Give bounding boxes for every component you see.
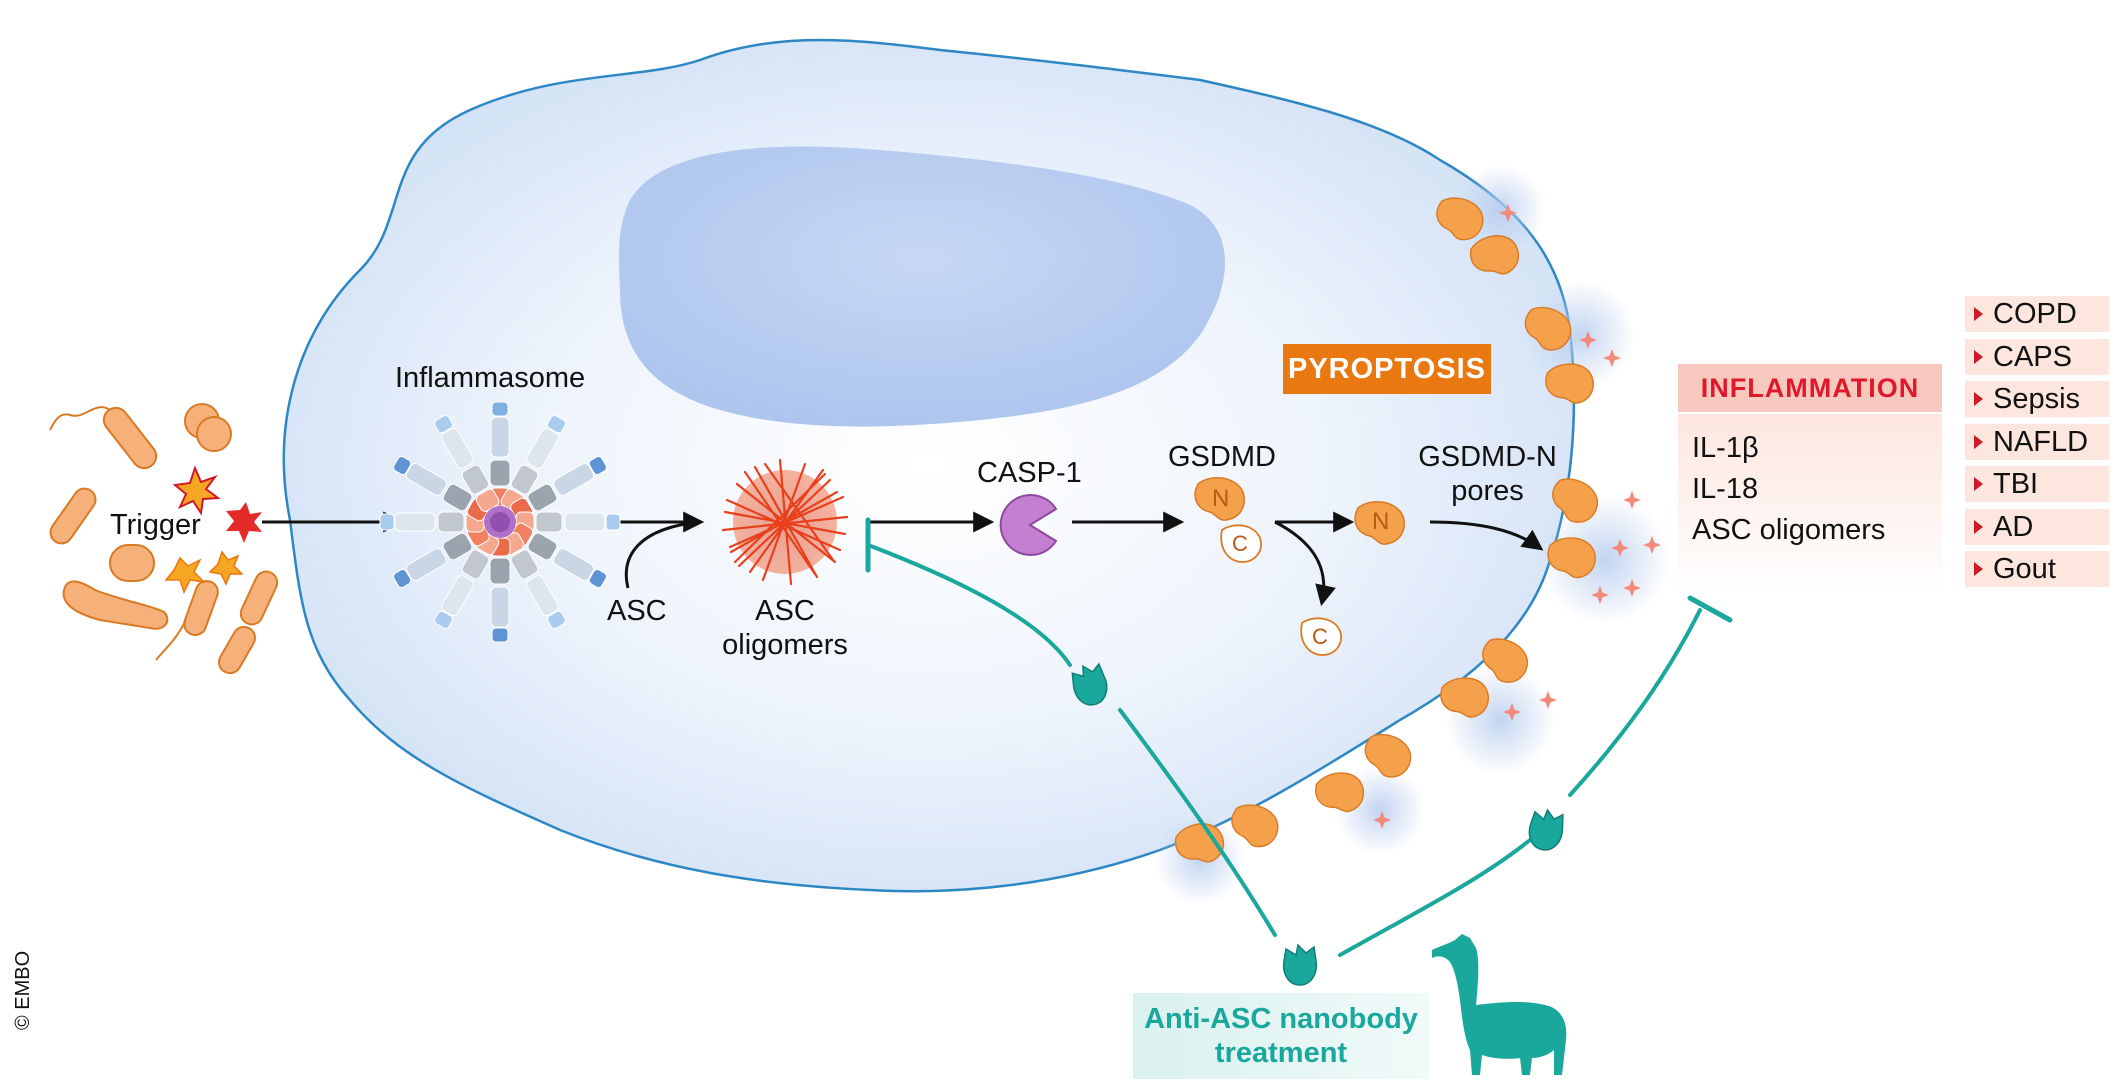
asc-oligomers-label-line2: oligomers — [722, 629, 848, 661]
asc-recruit-curve — [624, 520, 701, 589]
disease-label: Sepsis — [1993, 383, 2081, 415]
casp1-enzyme — [999, 494, 1058, 556]
treatment-box — [1133, 993, 1429, 1079]
treatment-line2: treatment — [1214, 1037, 1348, 1069]
gsdmd-n-glyph: N — [1212, 485, 1230, 512]
bullet-triangle-icon — [1974, 562, 1983, 576]
disease-label: COPD — [1993, 298, 2077, 330]
inhibition-line-extracellular-bottom — [1338, 838, 1532, 957]
trigger-label: Trigger — [110, 509, 201, 541]
disease-item: Sepsis — [1965, 381, 2109, 417]
inflammation-title: INFLAMMATION — [1678, 364, 1942, 412]
casp1-label: CASP-1 — [977, 457, 1082, 489]
asc-oligomers-cluster — [721, 458, 849, 586]
inflammasome-label: Inflammasome — [395, 362, 586, 394]
inflammation-list: IL-1β IL-18 ASC oligomers — [1692, 428, 1885, 551]
disease-item: TBI — [1965, 466, 2109, 502]
disease-label: NAFLD — [1993, 425, 2089, 458]
treatment-line1: Anti-ASC nanobody — [1144, 1003, 1418, 1035]
gsdmd-label: GSDMD — [1168, 441, 1276, 473]
inflammation-item: IL-18 — [1692, 473, 1759, 505]
nucleus — [619, 146, 1225, 427]
disease-label: AD — [1993, 510, 2034, 543]
treatment-label: Anti-ASC nanobody treatment — [1133, 1002, 1429, 1070]
trigger-pathogens — [49, 403, 279, 675]
pore-arrow — [1429, 520, 1544, 551]
extracellular-t-bar — [1687, 595, 1733, 623]
asc-label: ASC — [607, 595, 667, 627]
bullet-triangle-icon — [1974, 349, 1983, 364]
inhibition-line-intracellular-top — [866, 543, 1072, 667]
inflammation-item: ASC oligomers — [1692, 514, 1886, 546]
gsdmd-protein — [1194, 477, 1262, 563]
gsdmd-n-label-line1: GSDMD-N — [1418, 441, 1557, 473]
gsdmd-c-arrow — [1274, 520, 1336, 607]
inflammation-box — [1678, 414, 1942, 594]
disease-item: CAPS — [1965, 338, 2109, 375]
bullet-triangle-icon — [1974, 519, 1983, 534]
asc-oligomers-label: ASC oligomers — [715, 594, 855, 662]
disease-item: AD — [1965, 508, 2109, 545]
disease-list: COPD CAPS Sepsis NAFLD TBI AD Gout — [1965, 296, 2109, 594]
gsdmd-c-glyph: C — [1232, 531, 1248, 556]
trigger-particles — [164, 465, 262, 594]
copyright-credit: © EMBO — [12, 950, 34, 1030]
inhibition-line-intracellular-bottom — [1118, 708, 1277, 937]
disease-label: TBI — [1993, 468, 2039, 500]
gsdmd-c-protein — [1300, 617, 1342, 656]
disease-label: Gout — [1993, 553, 2056, 585]
disease-item: COPD — [1965, 296, 2109, 332]
bullet-triangle-icon — [1974, 434, 1983, 449]
disease-label: CAPS — [1993, 340, 2072, 373]
gsdmd-n-label-line2: pores — [1451, 475, 1524, 507]
inhibition-line-extracellular-top — [1568, 608, 1702, 797]
bullet-triangle-icon — [1974, 392, 1983, 406]
pyroptosis-badge: PYROPTOSIS — [1283, 344, 1491, 394]
nanobody-inhibition — [865, 517, 1733, 957]
disease-item: NAFLD — [1965, 423, 2109, 460]
gsdmd-n-cleaved-glyph: N — [1372, 508, 1390, 535]
bullet-triangle-icon — [1974, 307, 1983, 321]
inflammation-item: IL-1β — [1692, 432, 1759, 464]
disease-item: Gout — [1965, 551, 2109, 587]
inflammasome-complex — [379, 401, 621, 643]
bullet-triangle-icon — [1974, 477, 1983, 491]
gsdmd-n-pores-label: GSDMD-N pores — [1410, 440, 1565, 508]
asc-oligomers-label-line1: ASC — [755, 595, 815, 627]
llama-icon — [1432, 934, 1567, 1075]
gsdmd-c-cleaved-glyph: C — [1312, 624, 1328, 649]
